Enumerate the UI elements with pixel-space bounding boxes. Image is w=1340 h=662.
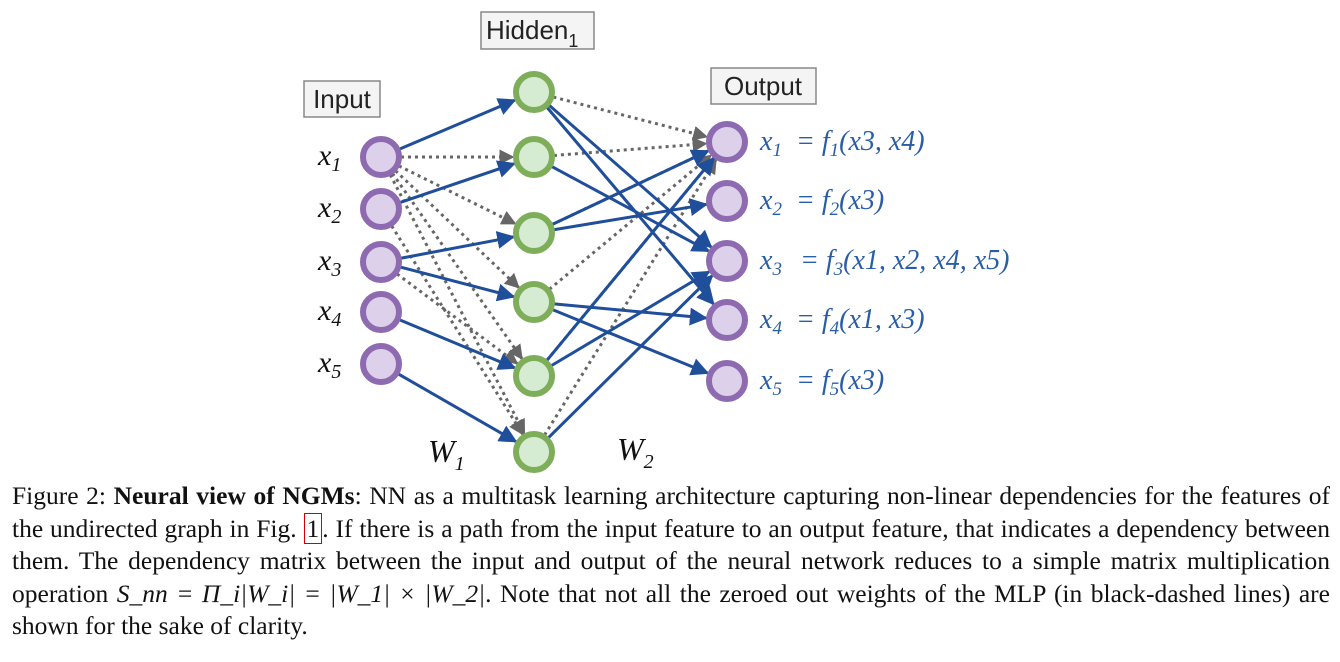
- output-layer-label: Output: [710, 67, 817, 105]
- hidden-node-1: [513, 71, 555, 113]
- input-layer-label: Input: [303, 80, 381, 118]
- solid-edge-h3-out1: [551, 149, 710, 226]
- input-node-x3: [360, 241, 402, 283]
- caption-text-1: : NN as a multitask learning architectur…: [12, 481, 1330, 543]
- input-label-x5: x5: [317, 346, 341, 383]
- caption-bold-title: Neural view of NGMs: [113, 481, 355, 510]
- hidden-label-sub: 1: [568, 31, 578, 51]
- hidden-node-6: [513, 431, 555, 473]
- output-function-labels: x1= f1(x3, x4) x2= f2(x3) x3= f3(x1, x2,…: [759, 126, 1009, 400]
- solid-edge-in5-h6: [397, 372, 518, 443]
- input-node-x2: [360, 188, 402, 230]
- output-label-x4: x4= f4(x1, x3): [759, 304, 925, 339]
- dashed-edge-in1-h3: [398, 164, 517, 226]
- caption-text-3: . Note that not all the zeroed out weigh…: [12, 578, 1330, 641]
- caption-prefix: Figure 2:: [12, 481, 114, 510]
- solid-edge-in1-h1: [398, 98, 517, 151]
- hidden-node-4: [513, 281, 555, 323]
- solid-edge-in2-h2: [399, 160, 516, 204]
- input-label-x1: x1: [317, 139, 341, 176]
- output-label-text: Output: [724, 71, 803, 101]
- output-node-x5: [706, 360, 748, 402]
- hidden-node-3: [513, 212, 555, 254]
- input-node-x1: [360, 136, 402, 178]
- input-node-x4: [360, 291, 402, 333]
- output-label-x1: x1= f1(x3, x4): [759, 126, 925, 161]
- input-node-x5: [360, 343, 402, 385]
- solid-edge-h2-out3: [550, 165, 711, 253]
- solid-edge-in4-h5: [398, 318, 517, 370]
- dashed-edge-h1-out1: [552, 95, 709, 141]
- solid-edge-h5-out3: [550, 270, 711, 368]
- caption-text-2: . If there is a path from the input feat…: [12, 513, 1330, 608]
- solid-edges: [397, 98, 715, 443]
- solid-edge-in3-h4: [399, 265, 516, 302]
- neural-network-figure: Input Hidden1 Output x1 x2 x3 x4 x5 x1= …: [303, 11, 1009, 475]
- solid-edge-h4-out4: [553, 302, 708, 326]
- svg-text:Hidden1: Hidden1: [486, 15, 578, 51]
- figure-reference-link[interactable]: 1: [303, 512, 323, 544]
- input-variable-labels: x1 x2 x3 x4 x5: [317, 139, 341, 383]
- output-node-x3: [706, 240, 748, 282]
- dashed-edge-h2-out1: [553, 137, 708, 157]
- dashed-edge-in2-h6: [390, 225, 525, 436]
- network-nodes: [360, 71, 748, 473]
- hidden-node-5: [513, 355, 555, 397]
- output-label-x2: x2= f2(x3): [759, 185, 884, 220]
- solid-edge-h1-out4: [545, 106, 715, 306]
- output-label-x3: x3= f3(x1, x2, x4, x5): [759, 245, 1009, 280]
- input-label-text: Input: [313, 84, 372, 114]
- dashed-edge-in1-h5: [391, 172, 524, 361]
- dashed-edge-in3-h5: [396, 272, 519, 365]
- hidden-label-text: Hidden: [486, 15, 568, 45]
- caption-math-formula: S_nn = Π_i|W_i| = |W_1| × |W_2|: [116, 578, 486, 608]
- output-node-x2: [706, 180, 748, 222]
- dashed-edge-in1-h6: [388, 174, 526, 435]
- weight-label-w1: W1: [428, 433, 465, 475]
- figure-caption: Figure 2: Neural view of NGMs: NN as a m…: [12, 480, 1330, 643]
- output-node-x1: [706, 121, 748, 163]
- solid-edge-h1-out3: [548, 104, 713, 249]
- solid-edge-in3-h3: [400, 231, 516, 260]
- solid-edge-h3-out2: [553, 198, 709, 232]
- output-label-x5: x5= f5(x3): [759, 365, 884, 400]
- input-label-x2: x2: [317, 191, 341, 228]
- solid-edge-h6-out3: [547, 274, 714, 439]
- dashed-edge-in1-h4: [394, 169, 520, 289]
- solid-edge-h5-out1: [545, 156, 715, 362]
- output-node-x4: [706, 299, 748, 341]
- hidden-layer-label: Hidden1: [480, 11, 595, 51]
- input-label-x3: x3: [317, 244, 341, 281]
- hidden-node-2: [513, 136, 555, 178]
- input-label-x4: x4: [317, 294, 341, 331]
- weight-label-w2: W2: [617, 431, 654, 473]
- dashed-edge-h6-out1: [543, 158, 718, 436]
